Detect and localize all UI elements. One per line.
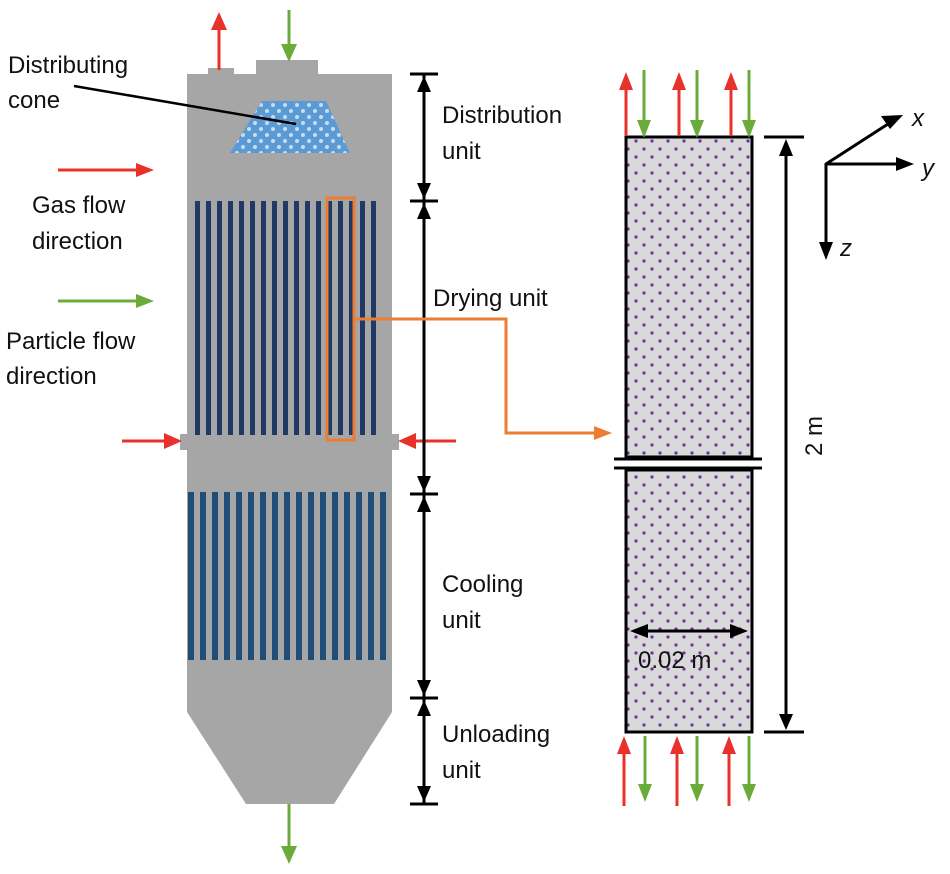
cone-leader-line	[73, 84, 297, 126]
vessel-top-nozzle-left	[208, 68, 234, 76]
width-dimension	[630, 624, 748, 638]
particle-outlet-bottom-arrow	[281, 804, 297, 864]
vessel	[180, 60, 399, 804]
domain-bottom-particle-arrows	[638, 736, 756, 802]
coordinate-axes	[819, 115, 914, 260]
label-gas-flow-1: Gas flow	[32, 192, 126, 219]
height-dimension-arrowheads	[779, 139, 793, 730]
label-unloading-unit-1: Unloading	[442, 721, 550, 748]
particle-inlet-top-arrow	[281, 10, 297, 62]
gas-outlet-top-arrow	[211, 12, 227, 70]
label-gas-flow-2: direction	[32, 228, 123, 255]
vessel-top-nozzle-right	[256, 60, 318, 76]
vessel-middle-band	[180, 434, 399, 450]
simulation-domain	[624, 135, 754, 734]
distributing-cone-dots	[230, 101, 350, 153]
label-drying-unit: Drying unit	[433, 285, 548, 312]
label-particle-flow-2: direction	[6, 363, 97, 390]
domain-top-particle-arrows	[637, 70, 756, 138]
label-distribution-unit-2: unit	[442, 138, 481, 165]
label-distributing-cone-2: cone	[8, 87, 60, 114]
gas-inlet-right-arrow	[398, 433, 456, 449]
label-unloading-unit-2: unit	[442, 757, 481, 784]
cooling-tubes	[188, 492, 386, 660]
domain-top-gas-arrows	[619, 72, 738, 136]
label-axis-y: y	[920, 155, 936, 182]
callout-line	[354, 317, 596, 435]
domain-bottom-gas-arrows	[617, 736, 736, 806]
red-arrow-icon	[58, 163, 154, 177]
callout-arrowhead	[594, 426, 612, 440]
label-axis-x: x	[911, 105, 925, 132]
label-distributing-cone-1: Distributing	[8, 52, 128, 79]
height-dimension	[764, 135, 804, 734]
label-width-dimension: 0.02 m	[638, 647, 711, 674]
label-cooling-unit-2: unit	[442, 607, 481, 634]
label-height-dimension: 2 m	[801, 416, 828, 456]
unit-dimension-arrowheads	[417, 76, 431, 802]
gas-inlet-left-arrow	[122, 433, 182, 449]
label-particle-flow-1: Particle flow	[6, 328, 136, 355]
vessel-hopper	[187, 700, 392, 804]
label-distribution-unit-1: Distribution	[442, 102, 562, 129]
green-arrow-icon	[58, 294, 154, 308]
label-cooling-unit-1: Cooling	[442, 571, 523, 598]
label-axis-z: z	[839, 235, 852, 262]
domain-break-mark	[614, 457, 772, 470]
